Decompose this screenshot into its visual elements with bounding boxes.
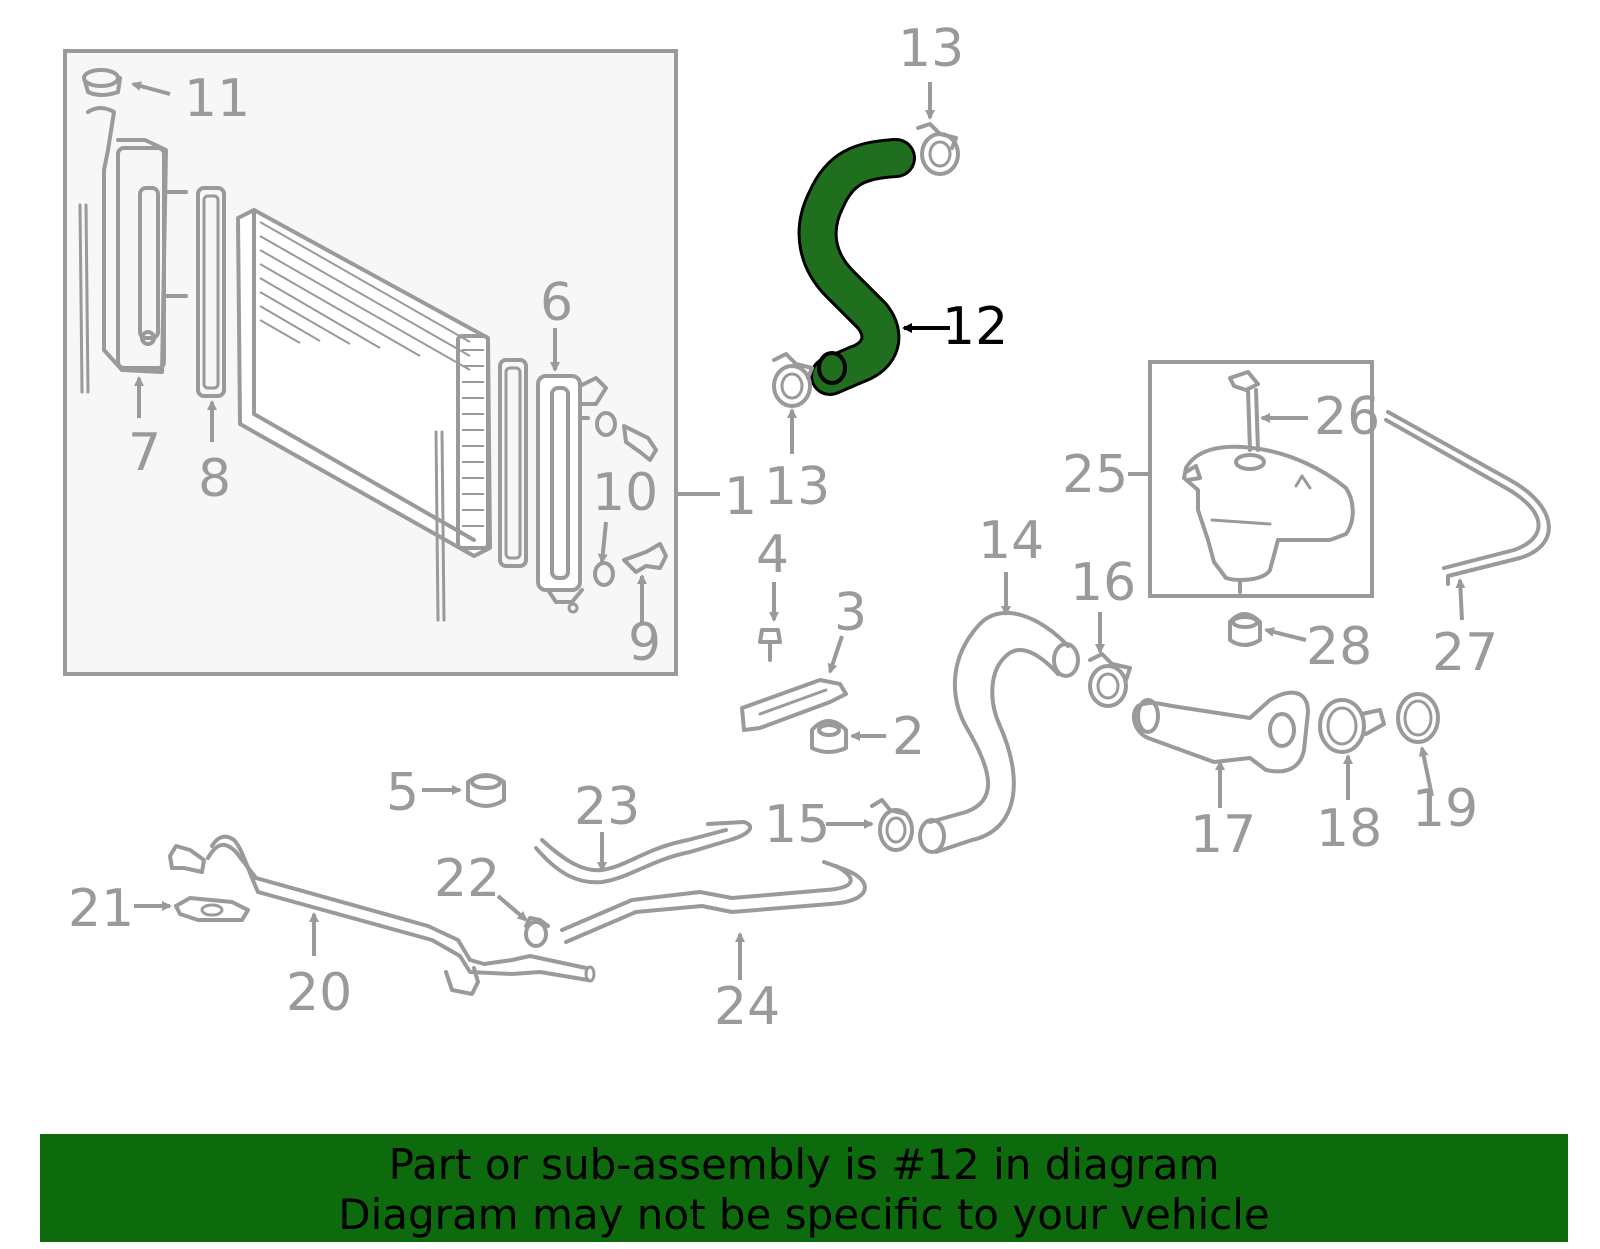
callout-4: 4 xyxy=(756,525,789,585)
water-outlet-17 xyxy=(1131,690,1310,808)
bracket-3 xyxy=(740,635,848,732)
clamp-15 xyxy=(826,798,914,852)
o-ring-10 xyxy=(593,521,615,587)
banner-line-1: Part or sub-assembly is #12 in diagram xyxy=(388,1140,1220,1189)
callout-10: 10 xyxy=(592,463,658,523)
gasket-21 xyxy=(134,896,250,922)
clamp-22 xyxy=(496,894,550,948)
callout-11: 11 xyxy=(184,69,250,129)
clamp-13-bottom xyxy=(772,352,814,454)
thermostat-18 xyxy=(1318,698,1386,800)
callout-12: 12 xyxy=(942,297,1008,357)
reservoir-cap-26 xyxy=(1228,370,1308,452)
cushion-5 xyxy=(422,773,506,808)
water-pipe-20 xyxy=(168,834,596,996)
gasket-19 xyxy=(1396,692,1440,797)
callout-14: 14 xyxy=(978,511,1044,571)
callout-6: 6 xyxy=(540,273,573,333)
radiator-core xyxy=(236,208,492,622)
callout-28: 28 xyxy=(1306,617,1372,677)
seal-right xyxy=(498,358,528,568)
right-tank-6 xyxy=(536,328,608,614)
callout-17: 17 xyxy=(1190,805,1256,865)
callout-2: 2 xyxy=(892,707,925,767)
callout-15: 15 xyxy=(764,795,830,855)
drain-cock-9 xyxy=(622,542,668,622)
clamp-13-top xyxy=(916,82,960,176)
callout-3: 3 xyxy=(834,583,867,643)
left-tank-7 xyxy=(78,106,188,418)
callout-25: 25 xyxy=(1062,445,1128,505)
radiator-hose-12 xyxy=(797,138,950,396)
callout-7: 7 xyxy=(128,423,161,483)
callout-5: 5 xyxy=(386,763,419,823)
callout-26: 26 xyxy=(1314,387,1380,447)
callout-21: 21 xyxy=(68,879,134,939)
callout-16: 16 xyxy=(1070,553,1136,613)
callout-27: 27 xyxy=(1432,623,1498,683)
radiator-cap-11 xyxy=(82,68,171,97)
callout-20: 20 xyxy=(286,963,352,1023)
callout-9: 9 xyxy=(628,613,661,673)
lower-hose-14 xyxy=(918,572,1080,854)
seal-8 xyxy=(196,186,226,442)
clamp-16 xyxy=(1088,612,1132,708)
hose-24 xyxy=(560,860,867,980)
callout-22: 22 xyxy=(434,849,500,909)
drain-plug xyxy=(595,411,658,462)
callout-24: 24 xyxy=(714,977,780,1037)
callout-13-top: 13 xyxy=(898,19,964,79)
callout-19: 19 xyxy=(1412,779,1478,839)
banner-line-2: Diagram may not be specific to your vehi… xyxy=(338,1190,1270,1239)
cushion-2 xyxy=(810,719,886,754)
grommet-28 xyxy=(1228,612,1307,647)
callout-8: 8 xyxy=(198,449,231,509)
reservoir-tank-25 xyxy=(1182,444,1355,594)
callout-23: 23 xyxy=(574,777,640,837)
callout-1: 1 xyxy=(724,467,757,527)
callout-18: 18 xyxy=(1316,799,1382,859)
hose-23 xyxy=(534,820,753,885)
overflow-hose-27 xyxy=(1384,410,1551,621)
callout-13-bottom: 13 xyxy=(764,457,830,517)
info-banner: Part or sub-assembly is #12 in diagram D… xyxy=(40,1134,1568,1242)
bolt-4 xyxy=(758,582,782,662)
